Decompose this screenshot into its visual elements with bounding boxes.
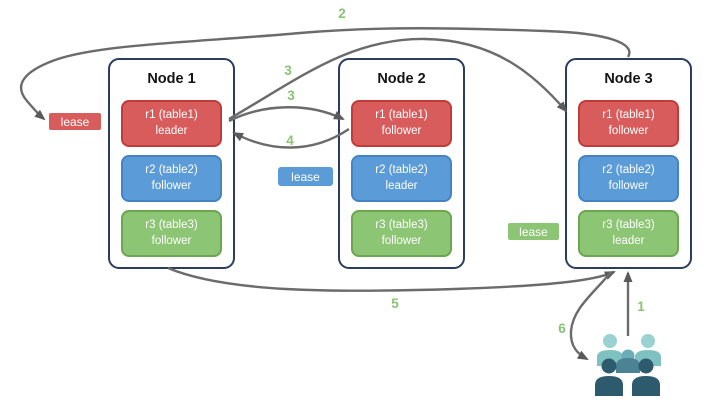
replica-role: follower: [381, 124, 422, 137]
arrow-leader-to-node2-follower: [228, 106, 345, 123]
replica-name: r3 (table3): [375, 219, 428, 232]
node-2-title: Node 2: [377, 71, 426, 87]
replica-name: r3 (table3): [602, 219, 655, 232]
lease-label-blue: lease: [277, 166, 334, 187]
arrow-node1-to-node3-bottom: [167, 266, 616, 292]
step-label-4: 4: [286, 133, 294, 148]
node-3-replica-r1: r1 (table1) follower: [578, 100, 679, 147]
lease-label-red: lease: [47, 111, 103, 132]
node-1-box: Node 1 r1 (table1) leader r2 (table2) fo…: [108, 58, 235, 269]
node-3-replica-r3: r3 (table3) leader: [578, 210, 679, 257]
node-1-title: Node 1: [147, 71, 196, 87]
replica-role: follower: [151, 234, 192, 247]
node-2-box: Node 2 r1 (table1) follower r2 (table2) …: [338, 58, 465, 269]
node-3-box: Node 3 r1 (table1) follower r2 (table2) …: [565, 58, 692, 269]
step-label-6: 6: [558, 321, 566, 336]
node-2-replica-r1: r1 (table1) follower: [351, 100, 452, 147]
node-3-replica-r2: r2 (table2) follower: [578, 155, 679, 202]
replica-role: leader: [612, 234, 645, 247]
replica-name: r1 (table1): [145, 109, 198, 122]
replica-role: leader: [385, 179, 418, 192]
arrow-node3-to-users: [569, 271, 612, 361]
step-label-2: 2: [338, 6, 346, 21]
replica-role: leader: [155, 124, 188, 137]
replica-role: follower: [151, 179, 192, 192]
replica-name: r2 (table2): [375, 164, 428, 177]
replica-name: r2 (table2): [602, 164, 655, 177]
node-3-title: Node 3: [604, 71, 653, 87]
step-label-3a: 3: [284, 63, 292, 78]
replica-role: follower: [608, 179, 649, 192]
step-label-3b: 3: [287, 88, 295, 103]
replica-role: follower: [608, 124, 649, 137]
step-label-1: 1: [637, 299, 645, 314]
node-1-replica-r2: r2 (table2) follower: [121, 155, 222, 202]
node-2-replica-r3: r3 (table3) follower: [351, 210, 452, 257]
replica-name: r2 (table2): [145, 164, 198, 177]
replica-name: r3 (table3): [145, 219, 198, 232]
replica-name: r1 (table1): [375, 109, 428, 122]
step-label-5: 5: [391, 296, 399, 311]
node-1-replica-r1: r1 (table1) leader: [121, 100, 222, 147]
lease-label-green: lease: [506, 221, 561, 242]
node-2-replica-r2: r2 (table2) leader: [351, 155, 452, 202]
replica-role: follower: [381, 234, 422, 247]
node-1-replica-r3: r3 (table3) follower: [121, 210, 222, 257]
replica-name: r1 (table1): [602, 109, 655, 122]
users-icon: [595, 334, 661, 396]
